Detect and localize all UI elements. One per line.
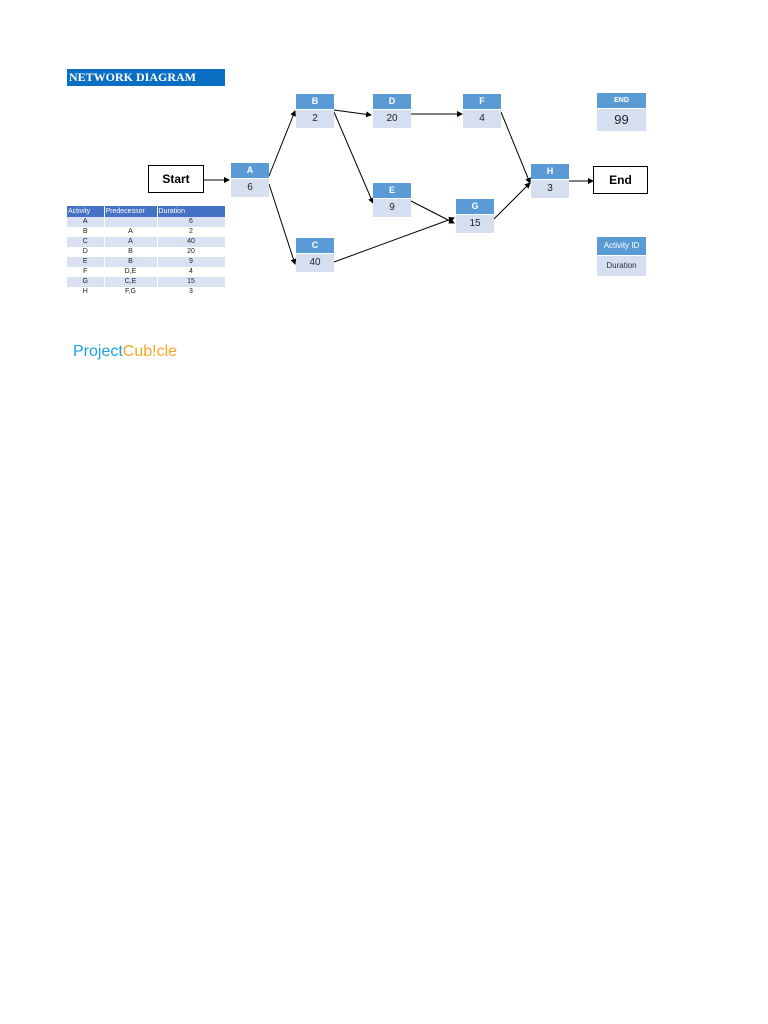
table-cell: F,G xyxy=(104,287,158,297)
edge-b-d xyxy=(333,109,372,118)
node-f: F 4 xyxy=(463,94,501,128)
node-h-id: H xyxy=(531,164,569,180)
edge-a-b xyxy=(268,110,296,177)
node-f-id: F xyxy=(463,94,501,110)
table-cell: B xyxy=(67,227,105,237)
legend: Activity ID Duration xyxy=(597,237,646,276)
node-g: G 15 xyxy=(456,199,494,233)
table-row: E B 9 xyxy=(67,257,226,267)
edge-a-c xyxy=(268,183,297,265)
end-total-label: END xyxy=(597,93,646,109)
table-row: C A 40 xyxy=(67,237,226,247)
table-cell: 40 xyxy=(157,237,226,247)
table-header-row: Activity Predecessor Duration xyxy=(67,206,226,217)
table-cell: A xyxy=(104,227,158,237)
table-row: D B 20 xyxy=(67,247,226,257)
end-node: End xyxy=(593,166,648,194)
node-g-id: G xyxy=(456,199,494,215)
table-row: A 6 xyxy=(67,217,226,227)
table-cell: A xyxy=(104,237,158,247)
edge-g-h xyxy=(493,182,531,220)
table-cell: C,E xyxy=(104,277,158,287)
edge-b-e xyxy=(333,111,374,204)
table-row: B A 2 xyxy=(67,227,226,237)
table-cell: 15 xyxy=(157,277,226,287)
activity-table: Activity Predecessor Duration A 6 B A 2 … xyxy=(67,206,226,297)
table-row: H F,G 3 xyxy=(67,287,226,297)
edge-e-g xyxy=(410,200,455,224)
node-a-id: A xyxy=(231,163,269,179)
projectcubicle-logo: ProjectCub!cle xyxy=(73,343,177,361)
node-c-id: C xyxy=(296,238,334,254)
table-cell: 2 xyxy=(157,227,226,237)
node-c-duration: 40 xyxy=(296,254,334,272)
table-cell: E xyxy=(67,257,105,267)
node-d: D 20 xyxy=(373,94,411,128)
node-e: E 9 xyxy=(373,183,411,217)
table-cell: 3 xyxy=(157,287,226,297)
node-d-id: D xyxy=(373,94,411,110)
legend-duration: Duration xyxy=(597,256,646,276)
table-cell: 20 xyxy=(157,247,226,257)
logo-part-project: Project xyxy=(73,343,123,360)
start-node: Start xyxy=(148,165,204,193)
node-d-duration: 20 xyxy=(373,110,411,128)
table-cell xyxy=(104,217,158,227)
node-e-id: E xyxy=(373,183,411,199)
node-h: H 3 xyxy=(531,164,569,198)
table-cell: H xyxy=(67,287,105,297)
edge-f-h xyxy=(500,111,531,184)
table-cell: B xyxy=(104,247,158,257)
node-a-duration: 6 xyxy=(231,179,269,197)
node-a: A 6 xyxy=(231,163,269,197)
legend-activity-id: Activity ID xyxy=(597,237,646,256)
table-header: Activity xyxy=(67,206,105,217)
table-header: Predecessor xyxy=(104,206,158,217)
node-f-duration: 4 xyxy=(463,110,501,128)
table-cell: B xyxy=(104,257,158,267)
table-cell: 6 xyxy=(157,217,226,227)
table-cell: C xyxy=(67,237,105,247)
node-e-duration: 9 xyxy=(373,199,411,217)
table-cell: D,E xyxy=(104,267,158,277)
edge-c-g xyxy=(333,216,455,263)
table-cell: 9 xyxy=(157,257,226,267)
table-row: G C,E 15 xyxy=(67,277,226,287)
node-b-duration: 2 xyxy=(296,110,334,128)
logo-part-cubicle: Cub!cle xyxy=(122,343,178,360)
table-row: F D,E 4 xyxy=(67,267,226,277)
table-cell: G xyxy=(67,277,105,287)
node-b-id: B xyxy=(296,94,334,110)
table-cell: 4 xyxy=(157,267,226,277)
table-cell: A xyxy=(67,217,105,227)
table-cell: F xyxy=(67,267,105,277)
node-c: C 40 xyxy=(296,238,334,272)
node-h-duration: 3 xyxy=(531,180,569,198)
end-total-value: 99 xyxy=(597,109,646,131)
node-g-duration: 15 xyxy=(456,215,494,233)
table-cell: D xyxy=(67,247,105,257)
table-header: Duration xyxy=(157,206,226,217)
page-title: NETWORK DIAGRAM xyxy=(67,69,225,86)
node-b: B 2 xyxy=(296,94,334,128)
end-total-box: END 99 xyxy=(597,93,646,131)
